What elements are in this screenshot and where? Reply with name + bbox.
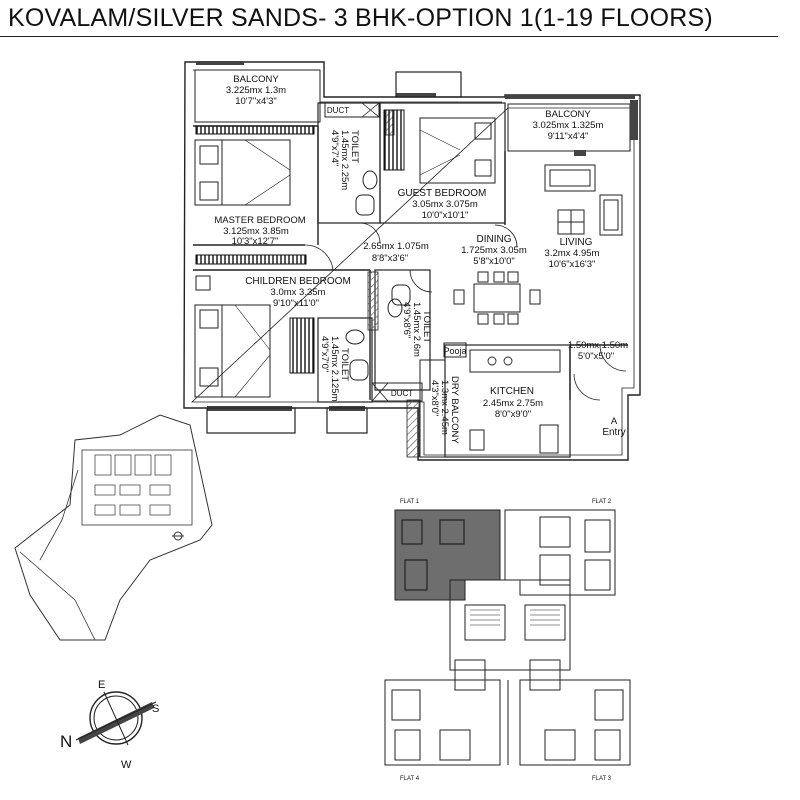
balcony-2-name: BALCONY (545, 109, 591, 120)
balcony-1-dim-ft: 10'7"x4'3" (235, 96, 277, 107)
toilet-2-dim-m: 1.45mx 2.6m (411, 302, 422, 357)
children-bedroom-dim-ft: 9'10"x11'0" (273, 298, 319, 309)
room-labels: BALCONY 3.225mx 1.3m 10'7"x4'3" BALCONY … (214, 74, 628, 444)
flat-1-highlight (394, 509, 501, 601)
toilet-3-name: TOILET (339, 348, 350, 381)
guest-bedroom-dim-m: 3.05mx 3.075m (412, 199, 478, 210)
passage-dim-ft: 8'8"x3'6" (372, 253, 408, 264)
guest-bedroom-name: GUEST BEDROOM (398, 188, 487, 199)
guest-bed (419, 117, 496, 184)
toilet-3-walls (317, 317, 373, 403)
living-name: LIVING (560, 237, 593, 248)
children-bedroom-dim-m: 3.0mx 3.35m (271, 287, 326, 298)
kitchen-dim-m: 2.45mx 2.75m (483, 398, 543, 409)
compass-e-label: E (98, 679, 105, 691)
key-plan-flat-2: FLAT 2 (592, 499, 612, 505)
duct-top-label: DUCT (327, 106, 349, 115)
toilet-2-name: TOILET (421, 310, 432, 343)
balcony-1-dim-m: 3.225mx 1.3m (226, 85, 286, 96)
site-plan (14, 414, 213, 641)
dining-dim-m: 1.725mx 3.05m (461, 245, 527, 256)
key-plan (384, 509, 631, 766)
living-dim-ft: 10'6"x16'3" (549, 259, 596, 270)
bay-window-top (395, 71, 462, 98)
dining-name: DINING (477, 234, 512, 245)
pooja-walls (443, 342, 467, 358)
title-underline (0, 36, 778, 37)
foyer-dim-m: 1.50mx 1.50m (568, 340, 628, 351)
duct-bottom-label: DUCT (391, 389, 413, 398)
foyer-dim-ft: 5'0"x5'0" (578, 351, 614, 362)
kitchen-dim-ft: 8'0"x9'0" (495, 409, 531, 420)
sofa-side (599, 194, 623, 236)
toilet-3-dim-ft: 4'9"x7'0" (319, 336, 330, 372)
bay-window-1 (206, 407, 296, 434)
key-plan-flat-1: FLAT 1 (400, 499, 420, 505)
kitchen-name: KITCHEN (490, 386, 534, 397)
pooja-name: Pooja (443, 346, 466, 356)
furniture (194, 117, 627, 401)
toilet-1-name: TOILET (349, 130, 360, 163)
master-bed (194, 139, 291, 206)
kitchen-counter (469, 349, 561, 373)
dry-balcony-dim-m: 1.3mx 2.45m (439, 380, 450, 435)
dry-balcony-walls (419, 359, 446, 458)
dry-balcony-dim-ft: 4'3"x8'0" (429, 380, 440, 416)
duct-top (324, 102, 380, 118)
duct-bottom (371, 382, 423, 402)
compass-w-label: W (121, 759, 132, 771)
children-bedroom-name: CHILDREN BEDROOM (245, 276, 351, 287)
entry-marker: A (611, 416, 618, 427)
balcony-2-dim-ft: 9'11"x4'4" (548, 131, 589, 142)
key-plan-flat-3: FLAT 3 (592, 776, 612, 782)
balcony-1-rail (194, 69, 321, 123)
toilet-2-dim-ft: 4'9"x8'6" (401, 302, 412, 338)
dining-dim-ft: 5'8"x10'0" (473, 256, 515, 267)
master-bedroom-name: MASTER BEDROOM (214, 215, 305, 226)
toilet-1-dim-m: 1.45mx 2.25m (339, 130, 350, 190)
master-bedroom-dim-ft: 10'3"x12'7" (232, 236, 279, 247)
compass-n-label: N (60, 732, 72, 751)
compass (75, 691, 157, 746)
balcony-1-name: BALCONY (233, 74, 279, 85)
compass-s-label: S (152, 703, 159, 715)
bay-window-2 (326, 407, 368, 434)
dry-balcony-name: DRY BALCONY (449, 376, 460, 444)
guest-bedroom-dim-ft: 10'0"x10'1" (422, 210, 469, 221)
sofa (544, 164, 596, 192)
key-plan-flat-4: FLAT 4 (400, 776, 420, 782)
toilet-1-dim-ft: 4'9"x7'4" (329, 130, 340, 166)
passage-dim-m: 2.65mx 1.075m (363, 241, 429, 252)
wardrobes (195, 109, 405, 374)
entry-label: Entry (602, 427, 625, 438)
children-bed (194, 304, 271, 398)
page-title: KOVALAM/SILVER SANDS- 3 BHK-OPTION 1(1-1… (8, 4, 713, 32)
toilet-3-dim-m: 1.45mx 2.125m (329, 336, 340, 402)
dining-table (473, 283, 521, 313)
living-dim-m: 3.2mx 4.95m (545, 248, 600, 259)
balcony-2-dim-m: 3.025mx 1.325m (533, 120, 604, 131)
master-bedroom-dim-m: 3.125mx 3.85m (223, 226, 289, 237)
